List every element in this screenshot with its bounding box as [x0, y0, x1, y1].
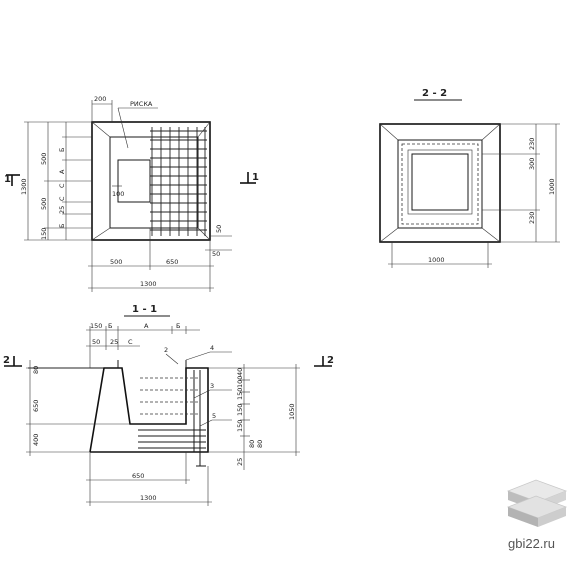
- plan-opening: [117, 159, 151, 203]
- plan-left-dim-2: 500: [40, 153, 48, 165]
- plan-left-dim-9: 25: [58, 206, 66, 214]
- callout-5: 5: [212, 412, 216, 420]
- sec11-right-dim-4: 100: [236, 376, 244, 388]
- sec11-right-dim-7: 80: [248, 440, 256, 448]
- section-2-2-dim-1: 1000: [428, 256, 445, 264]
- watermark-logo: gbi22.ru: [506, 479, 568, 551]
- plan-left-dim-7: С: [58, 183, 66, 188]
- plan-left-dim-5: Б: [58, 148, 66, 152]
- section-1-1-profile: [89, 367, 209, 453]
- rim-label: РИСКА: [130, 100, 153, 108]
- sec11-right-dim-8: 80: [256, 440, 264, 448]
- sec11-bottom-dim-1: 650: [132, 472, 144, 480]
- sec11-right-dim-9: 25: [236, 458, 244, 466]
- rebar-mesh: [150, 127, 207, 236]
- section-2-2-dim-2: 300: [528, 158, 536, 170]
- sec11-cut-left: 2: [3, 355, 10, 366]
- plan-bottom-dim-2: 650: [166, 258, 178, 266]
- plan-bottom-dim-3: 1300: [140, 280, 157, 288]
- plan-top-dim: 200: [94, 95, 106, 103]
- section-1-1-title: 1 - 1: [132, 304, 157, 315]
- plan-cut-right: 1: [252, 172, 259, 183]
- sec11-top-dim-3: А: [144, 322, 149, 330]
- plan-view: РИСКА 200 1300 500 500 150 Б А С С 25 Б …: [4, 95, 259, 292]
- callout-4: 4: [210, 344, 214, 352]
- section-2-2-dim-5: 1000: [548, 178, 556, 195]
- section-2-2-inner: [397, 139, 483, 229]
- plan-left-dim-10: Б: [58, 224, 66, 228]
- section-2-2-title: 2 - 2: [422, 88, 447, 99]
- plan-right-dim-1: 50: [215, 225, 223, 233]
- plan-inner-dim: 100: [112, 190, 124, 198]
- plan-left-dim-3: 500: [40, 198, 48, 210]
- sec11-top-dim-4: Б: [176, 322, 180, 330]
- sec11-bottom-dim-2: 1300: [140, 494, 157, 502]
- plan-inner-edge: [109, 136, 199, 229]
- sec11-top-dim-5: 50: [92, 338, 100, 346]
- sec11-right-dim-2: 150: [236, 404, 244, 416]
- sec11-top-dim-6: 25: [110, 338, 118, 346]
- sec11-cut-right: 2: [327, 355, 334, 366]
- sec11-left-dim-1: 80: [32, 366, 40, 374]
- section-rebar: [138, 370, 206, 467]
- plan-left-dim-1: 1300: [20, 178, 28, 195]
- sec11-left-dim-2: 650: [32, 400, 40, 412]
- sec11-right-dim-1: 150: [236, 420, 244, 432]
- plan-left-dim-8: С: [58, 196, 66, 201]
- plan-cut-left: 1: [4, 174, 11, 185]
- section-2-2-dim-3: 230: [528, 138, 536, 150]
- sec11-left-dim-3: 400: [32, 434, 40, 446]
- section-2-2-outer: [379, 123, 501, 243]
- callout-2: 2: [164, 346, 168, 354]
- section-1-1: 1 - 1 4 2 3 5: [3, 304, 334, 506]
- watermark-text: gbi22.ru: [508, 536, 555, 551]
- section-2-2-dim-4: 230: [528, 212, 536, 224]
- sec11-top-dim-7: С: [128, 338, 133, 346]
- section-2-2: 2 - 2 300 230 230 1000 1000: [379, 88, 560, 268]
- plan-left-dim-4: 150: [40, 228, 48, 240]
- sec11-right-dim-3: 150: [236, 388, 244, 400]
- sec11-right-dim-5: 40: [236, 368, 244, 376]
- sec11-right-dim-6: 1050: [288, 403, 296, 420]
- plan-right-dim-2: 50: [212, 250, 220, 258]
- plan-bottom-dim-1: 500: [110, 258, 122, 266]
- callout-3: 3: [210, 382, 214, 390]
- sec11-top-dim-2: Б: [108, 322, 112, 330]
- sec11-top-dim-1: 150: [90, 322, 102, 330]
- section-2-2-opening: [411, 153, 469, 211]
- plan-left-dim-6: А: [58, 169, 66, 174]
